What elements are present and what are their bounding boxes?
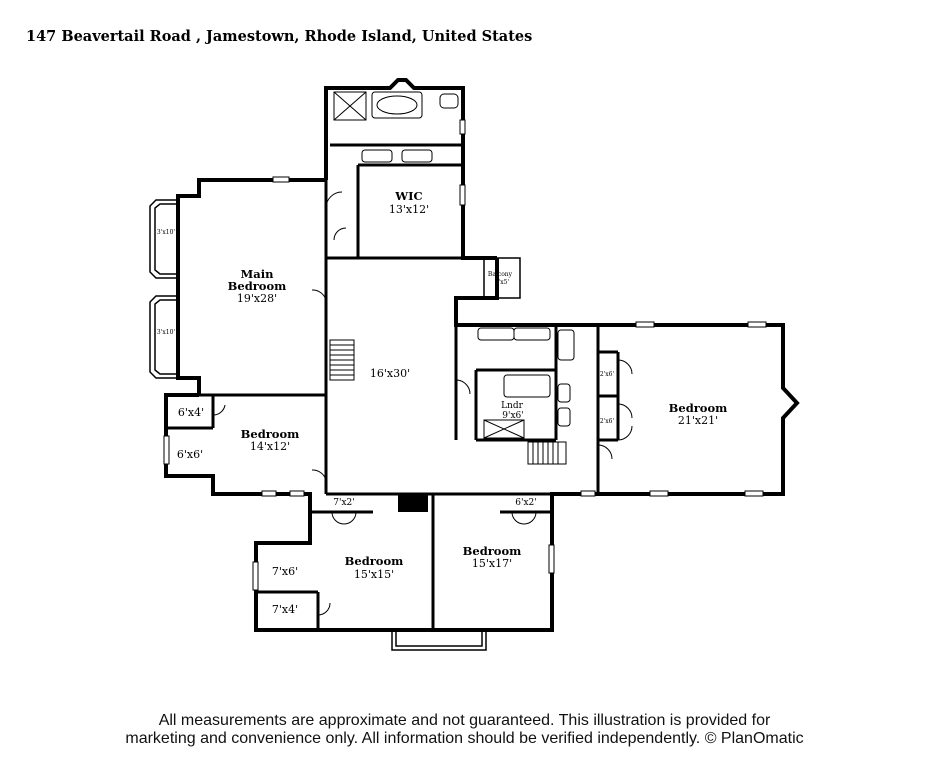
bedroom-14x12-label: Bedroom (241, 427, 300, 441)
disclaimer-line-2: marketing and convenience only. All info… (125, 730, 804, 747)
door-swings (212, 191, 633, 616)
balcony-label: Balcony (488, 271, 513, 278)
interior-walls (164, 143, 620, 630)
main-bedroom-label-2: Bedroom (228, 279, 287, 293)
wic-label: WIC (394, 189, 422, 203)
bay-window-south (391, 630, 487, 651)
fireplace (398, 494, 428, 512)
bedroom-15x17-label: Bedroom (463, 544, 522, 558)
wall-left-lower (164, 393, 433, 632)
closet-6x4-size: 6'x4' (178, 406, 204, 419)
closet-6x2-size: 6'x2' (515, 498, 536, 508)
closet-7x4-size: 7'x4' (272, 603, 298, 616)
closet-7x6-size: 7'x6' (272, 565, 298, 578)
bay-bottom-size: 3'x10' (157, 329, 175, 336)
bay-window-bottom (149, 295, 178, 379)
balcony (483, 257, 521, 299)
disclaimer-line-1: All measurements are approximate and not… (158, 712, 771, 729)
bedroom-21x21-label: Bedroom (669, 401, 728, 415)
closet-7x2-size: 7'x2' (333, 498, 354, 508)
wall-right-wing (454, 258, 800, 496)
bedroom-15x17-size: 15'x17' (472, 557, 512, 570)
bedroom-15x15-size: 15'x15' (354, 568, 394, 581)
closet-6x6-size: 6'x6' (177, 448, 203, 461)
stairs-right (527, 441, 567, 465)
wic-size: 13'x12' (389, 203, 429, 216)
great-room-size: 16'x30' (370, 367, 410, 380)
bathroom-fixtures (333, 91, 575, 439)
laundry-label: Lndr (501, 401, 524, 411)
disclaimer: All measurements are approximate and not… (0, 712, 929, 748)
laundry-size: 9'x6' (502, 411, 523, 421)
bedroom-15x15-label: Bedroom (345, 554, 404, 568)
wall-bath-wing (324, 78, 497, 260)
stairs-left (329, 339, 355, 381)
closet-2x6-b-size: 2'x6' (600, 418, 615, 425)
property-address: 147 Beavertail Road , Jamestown, Rhode I… (26, 28, 533, 45)
wall-bottom-right (433, 492, 598, 632)
bedroom-14x12-size: 14'x12' (250, 440, 290, 453)
window-marks (163, 119, 767, 591)
main-bedroom-label-1: Main (241, 267, 275, 281)
bedroom-21x21-size: 21'x21' (678, 414, 718, 427)
bay-top-size: 3'x10' (157, 229, 175, 236)
main-bedroom-size: 19'x28' (237, 292, 277, 305)
balcony-size: 3'x5' (495, 279, 510, 286)
bay-window-top (149, 199, 178, 279)
closet-2x6-a-size: 2'x6' (600, 371, 615, 378)
wall-main-bedroom (176, 178, 326, 395)
